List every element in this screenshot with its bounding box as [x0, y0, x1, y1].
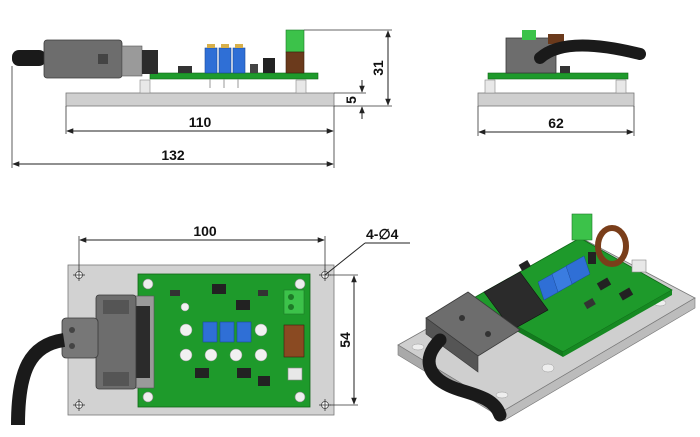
side-toroid: [285, 51, 305, 74]
dim-overall-length: 132: [161, 147, 185, 163]
side-pcb: [149, 72, 319, 80]
end-view: 62: [477, 30, 646, 136]
iso-terminal-block: [571, 213, 593, 241]
side-standoff-right: [295, 79, 307, 94]
top-trimmer-3: [236, 321, 252, 343]
side-trimmer-3: [232, 47, 246, 74]
top-toroid: [283, 324, 305, 358]
hole-callout: 4-∅4: [366, 226, 399, 242]
top-view: 100 54 4-∅4: [11, 223, 410, 426]
dim-side-height: 31: [370, 60, 386, 76]
side-trimmer-2: [218, 47, 232, 74]
dim-end-width: 62: [548, 115, 564, 131]
side-trimmer-1: [204, 47, 218, 74]
end-base-plate: [477, 92, 635, 107]
side-terminal: [285, 29, 305, 53]
top-cable: [11, 333, 66, 426]
iso-trimmer-3: [565, 255, 591, 285]
top-terminal-block: [283, 289, 305, 315]
end-cable: [534, 39, 646, 64]
side-view: 110 132 31 5: [11, 29, 392, 168]
end-pcb: [487, 72, 629, 80]
side-base-plate: [65, 92, 335, 107]
side-connector-flange: [142, 50, 158, 74]
side-standoff-left: [139, 79, 151, 94]
iso-cable: [422, 333, 507, 422]
side-connector-hood: [43, 39, 123, 79]
top-trimmer-2: [219, 321, 235, 343]
dim-hole-spacing-width: 54: [337, 332, 353, 348]
side-connector-shell: [121, 45, 143, 77]
dim-hole-spacing-length: 100: [193, 223, 217, 239]
iso-view: [397, 213, 696, 422]
side-cable: [12, 50, 46, 66]
side-connector-screw: [98, 54, 108, 64]
top-trimmer-1: [202, 321, 218, 343]
side-transistor: [263, 58, 275, 73]
dim-base-length: 110: [189, 114, 212, 130]
iso-toroid: [595, 225, 629, 267]
dim-base-thickness: 5: [343, 96, 359, 104]
